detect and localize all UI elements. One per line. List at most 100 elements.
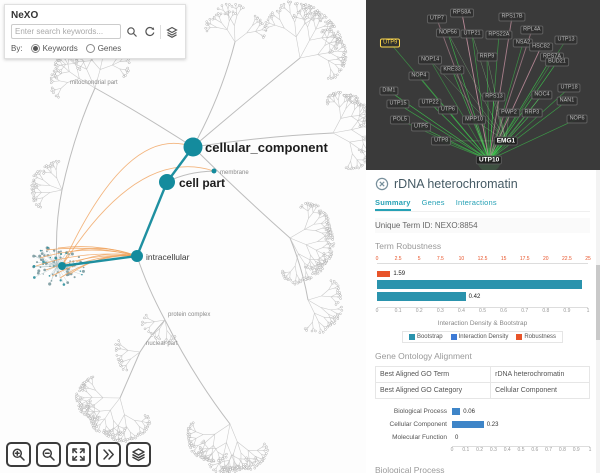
search-mode-label: By: [11, 44, 23, 53]
search-card: NeXO By: Keywords [4, 4, 186, 59]
layers-icon[interactable] [164, 24, 179, 39]
network-node-NOP4[interactable]: NOP4 [408, 71, 430, 81]
bar-robustness [377, 271, 391, 277]
tree-term-node[interactable] [131, 250, 143, 262]
legend-item-robustness: Robustness [516, 334, 556, 340]
network-node-NAN1[interactable]: NAN1 [556, 96, 578, 106]
network-node-UTP18[interactable]: UTP18 [557, 83, 581, 93]
network-node-UTP22[interactable]: UTP22 [418, 98, 442, 108]
network-node-RPS17B[interactable]: RPS17B [498, 12, 526, 22]
term-title: rDNA heterochromatin [394, 177, 518, 191]
tab-interactions[interactable]: Interactions [455, 198, 497, 207]
table-row: Best Aligned GO Category Cellular Compon… [374, 382, 590, 399]
network-node-UTP13[interactable]: UTP13 [554, 35, 578, 45]
divider [160, 24, 161, 39]
tab-summary[interactable]: Summary [375, 198, 411, 211]
search-icon[interactable] [124, 24, 139, 39]
app-logo: NeXO [11, 10, 39, 21]
tree-term-node[interactable] [58, 262, 66, 270]
network-node-DIM1[interactable]: DIM1 [379, 86, 399, 96]
tab-genes[interactable]: Genes [421, 198, 445, 207]
network-node-MPP10[interactable]: MPP10 [462, 115, 487, 125]
network-node-EMG1[interactable]: EMG1 [493, 136, 519, 146]
network-node-POL5[interactable]: POL5 [389, 115, 410, 125]
legend-item-bootstrap: Bootstrap [408, 334, 443, 340]
radio-genes-circle[interactable] [85, 44, 95, 53]
tree-node-label[interactable]: nuclear part [146, 341, 178, 347]
network-node-UTP6[interactable]: UTP6 [437, 105, 458, 115]
go-category-value: Cellular Component [490, 382, 590, 399]
search-input[interactable] [11, 24, 121, 39]
go-category-label: Best Aligned GO Category [374, 382, 492, 399]
tree-node-label[interactable]: cell part [179, 176, 225, 190]
network-node-PWP2[interactable]: PWP2 [498, 108, 520, 118]
network-node-UTP9[interactable]: UTP9 [380, 38, 401, 48]
network-node-NOC4[interactable]: NOC4 [531, 90, 553, 100]
radio-keywords[interactable]: Keywords [30, 44, 78, 53]
network-node-RPS13[interactable]: RPS13 [482, 92, 506, 102]
tree-node-label[interactable]: intracellular [146, 252, 190, 262]
network-node-UTP5[interactable]: UTP5 [410, 122, 432, 132]
network-node-NOP56[interactable]: NOP56 [435, 28, 460, 38]
network-node-RRP9[interactable]: RRP9 [476, 52, 498, 62]
scrollbar-thumb[interactable] [596, 265, 600, 340]
network-node-UTP10[interactable]: UTP10 [475, 155, 503, 165]
network-node-RPS8A[interactable]: RPS8A [449, 8, 474, 18]
network-node-NOP14[interactable]: NOP14 [418, 55, 443, 65]
network-node-KRE33[interactable]: KRE33 [440, 65, 464, 75]
scrollbar[interactable] [596, 170, 600, 473]
network-node-UTP7[interactable]: UTP7 [426, 14, 447, 24]
tree-term-node[interactable] [183, 137, 203, 157]
network-node-UTP21[interactable]: UTP21 [460, 29, 484, 39]
tree-node-label[interactable]: mitochondrial part [70, 80, 118, 86]
zoom-out-button[interactable] [36, 442, 61, 467]
radio-keywords-label: Keywords [42, 44, 78, 53]
radio-keywords-circle[interactable] [30, 44, 40, 53]
bar-interaction-density [377, 292, 466, 301]
go-term-value: rDNA heterochromatin [490, 366, 590, 383]
tree-term-node[interactable] [159, 174, 175, 190]
bar-cellular-component [452, 421, 484, 428]
bar-biological-process [452, 408, 461, 415]
term-id-value: NEXO:8854 [434, 221, 478, 230]
network-node-UTP15[interactable]: UTP15 [386, 99, 410, 109]
tree-node-label[interactable]: cellular_component [205, 140, 328, 155]
tree-node-label[interactable]: membrane [220, 170, 249, 176]
tree-node-label[interactable]: protein complex [168, 312, 210, 318]
table-row: Best Aligned GO Term rDNA heterochromati… [374, 366, 590, 383]
refresh-icon[interactable] [142, 24, 157, 39]
robustness-axis-caption: Interaction Density & Bootstrap [437, 320, 528, 327]
layers-button[interactable] [126, 442, 151, 467]
tree-toolbar [6, 442, 151, 467]
close-icon[interactable] [375, 177, 389, 191]
network-node-UTP8[interactable]: UTP8 [431, 136, 452, 146]
network-node-HSC82[interactable]: HSC82 [529, 42, 553, 52]
zoom-in-button[interactable] [6, 442, 31, 467]
radio-genes[interactable]: Genes [85, 44, 122, 53]
tree-term-node[interactable] [211, 168, 217, 174]
network-node-RPL4A[interactable]: RPL4A [520, 25, 544, 35]
network-node-BUD21[interactable]: BUD21 [545, 57, 569, 67]
term-detail-panel: rDNA heterochromatin Summary Genes Inter… [366, 170, 600, 473]
fit-to-screen-button[interactable] [66, 442, 91, 467]
radio-genes-label: Genes [97, 44, 122, 53]
bar-bootstrap [377, 280, 582, 289]
term-id-label: Unique Term ID: [375, 221, 433, 230]
network-node-NOP6[interactable]: NOP6 [566, 114, 588, 124]
expand-levels-button[interactable] [96, 442, 121, 467]
network-node-RPS22A[interactable]: RPS22A [485, 30, 513, 40]
ontology-tree-canvas[interactable]: mitochondrial part cellular_componentcell… [0, 0, 366, 473]
go-term-label: Best Aligned GO Term [374, 366, 492, 383]
search-mode-group: By: Keywords Genes [11, 44, 179, 53]
network-node-RRP3[interactable]: RRP3 [521, 108, 543, 118]
